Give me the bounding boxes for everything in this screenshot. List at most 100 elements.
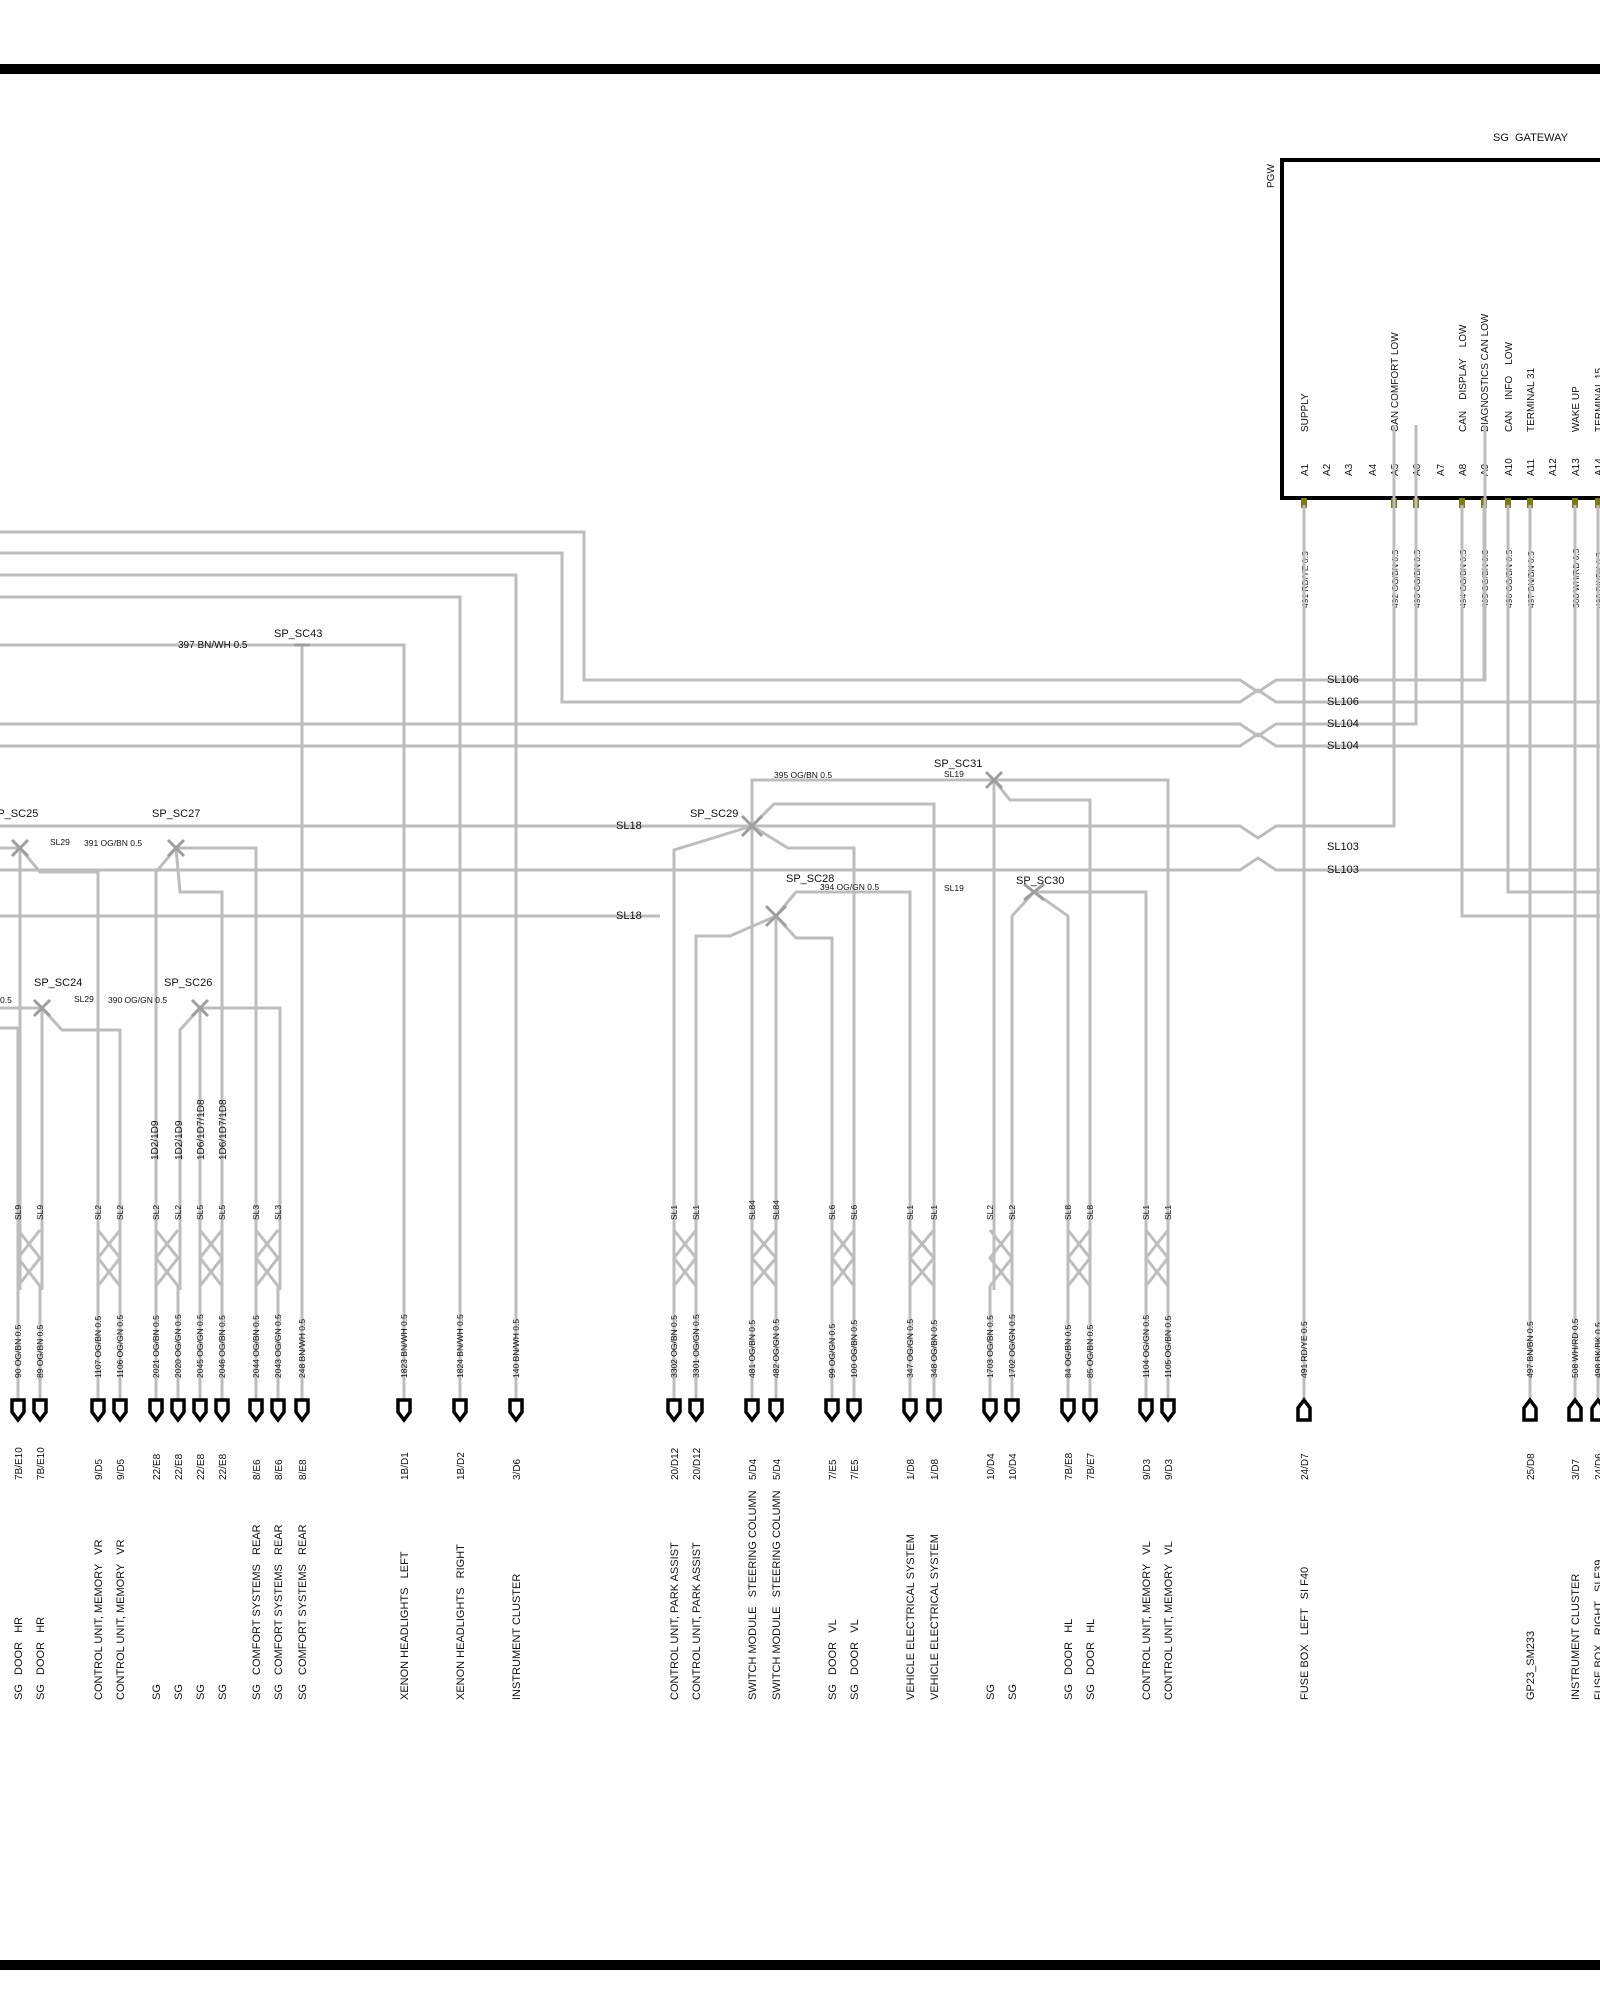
drop-location-code: 7B/E10: [36, 1447, 47, 1480]
drop-destination: VEHICLE ELECTRICAL SYSTEM: [929, 1534, 941, 1700]
splice-sc31-label: SP_SC31: [934, 758, 982, 770]
gateway-pin-id: A13: [1571, 458, 1582, 476]
wire-sl106-upper: [0, 425, 1487, 694]
drop-location-code: 7/E5: [828, 1459, 839, 1480]
splice-sc24-marker: [32, 998, 52, 1018]
connector-terminal: [1567, 1397, 1583, 1422]
drop-location-code: 1/D8: [930, 1458, 941, 1480]
drop-location-code: 24/D7: [1300, 1453, 1311, 1480]
connector-terminal: [1004, 1398, 1020, 1423]
connector-terminal: [32, 1398, 48, 1423]
drop-wire-label: 1104 OG/GN 0.5: [1141, 1315, 1151, 1378]
drop-wire-label: 2021 OG/BN 0.5: [151, 1315, 161, 1378]
wire-sc27-left: [154, 847, 178, 1290]
gateway-pin-terminal: [1505, 498, 1511, 508]
bundle-twist: [1144, 1229, 1170, 1287]
connector-terminal: [112, 1398, 128, 1423]
splice-sc24-label: SP_SC24: [34, 977, 82, 989]
drop-wire-label: 90 OG/BN 0.5: [13, 1324, 23, 1378]
wire-sl103-upper: [0, 425, 1396, 840]
drop-destination: INSTRUMENT CLUSTER: [1570, 1574, 1582, 1700]
bundle-twist: [16, 1229, 42, 1287]
drop-location-code: 22/E8: [174, 1453, 185, 1480]
drop-bundle-label: SL1: [1141, 1205, 1151, 1220]
wire-label-394: 394 OG/GN 0.5: [820, 882, 879, 892]
connector-terminal: [824, 1398, 840, 1423]
gateway-pin-id: A2: [1322, 463, 1333, 476]
drop-destination: XENON HEADLIGHTS RIGHT: [455, 1544, 467, 1700]
drop-bundle-label: SL3: [251, 1205, 261, 1220]
drop-destination: CONTROL UNIT, MEMORY VR: [93, 1539, 105, 1700]
wire-sc24-left: [0, 1026, 20, 1290]
gateway-pin-terminal: [1527, 498, 1533, 508]
wire-label-390: 390 OG/GN 0.5: [108, 995, 167, 1005]
bundle-label-sl29-b: SL29: [74, 994, 94, 1004]
wire-sc27-right: [174, 847, 224, 1290]
drop-destination: CONTROL UNIT, MEMORY VL: [1141, 1541, 1153, 1700]
bundle-twist: [198, 1229, 224, 1287]
connector-terminal: [294, 1398, 310, 1423]
gateway-pin-id: A1: [1300, 463, 1311, 476]
connector-terminal: [214, 1398, 230, 1423]
gateway-pin-label: SUPPLY: [1300, 393, 1311, 432]
drop-destination: XENON HEADLIGHTS LEFT: [399, 1551, 411, 1700]
connector-terminal: [744, 1398, 760, 1423]
connector-terminal: [170, 1398, 186, 1423]
splice-sc25-label: SP_SC25: [0, 808, 38, 820]
drop-location-code: 1/D8: [906, 1458, 917, 1480]
drop-wire-label: 1106 OG/GN 0.5: [115, 1315, 125, 1378]
drop-destination: SWITCH MODULE STEERING COLUMN: [747, 1490, 759, 1700]
connector-terminal: [1590, 1397, 1600, 1422]
splice-sc27-marker: [166, 838, 186, 858]
wire-sc31-b: [992, 779, 1092, 1290]
gateway-title: SG GATEWAY: [1493, 132, 1569, 144]
drop-wire-label: 1703 OG/BN 0.5: [985, 1315, 995, 1378]
gateway-pin-id: A12: [1548, 458, 1559, 476]
bundle-twist: [672, 1229, 698, 1287]
mid-code-1: 1D2/1D9: [150, 1120, 161, 1160]
drop-bundle-label: SL8: [1085, 1205, 1095, 1220]
bundle-twist: [988, 1229, 1014, 1287]
mid-code-2: 1D2/1D9: [174, 1120, 185, 1160]
drop-location-code: 9/D5: [116, 1458, 127, 1480]
wire-sc29-c: [750, 802, 936, 1290]
wire-494: [1460, 505, 1600, 918]
wire-sc27-branch: [176, 846, 258, 1290]
bundle-twist: [1066, 1229, 1092, 1287]
connector-terminal: [1060, 1398, 1076, 1423]
drop-wire-label: 3302 OG/BN 0.5: [669, 1315, 679, 1378]
drop-destination: SG: [173, 1684, 185, 1700]
drop-wire-label: 84 OG/BN 0.5: [1063, 1324, 1073, 1378]
bundle-twist: [154, 1229, 180, 1287]
gateway-pin-id: A10: [1504, 458, 1515, 476]
drop-bundle-label: SL1: [929, 1205, 939, 1220]
sl-label-106a: SL106: [1327, 674, 1359, 686]
connector-terminal: [1160, 1398, 1176, 1423]
drop-destination: VEHICLE ELECTRICAL SYSTEM: [905, 1534, 917, 1700]
drop-destination: SG DOOR HL: [1085, 1619, 1097, 1700]
drop-wire-label: 1823 BN/WH 0.5: [399, 1314, 409, 1378]
sl-label-104a: SL104: [1327, 718, 1359, 730]
sl-labels: SL106 SL106 SL104 SL104 SL103 SL103 SL18…: [616, 674, 1359, 922]
drop-location-code: 8/E8: [298, 1459, 309, 1480]
drop-location-code: 9/D3: [1164, 1458, 1175, 1480]
bundle-twist: [908, 1229, 936, 1287]
connector-terminal: [508, 1398, 524, 1423]
gateway-pin-id: A4: [1368, 463, 1379, 476]
sl-label-18b: SL18: [616, 910, 642, 922]
drop-destination: SG DOOR HL: [1063, 1619, 1075, 1700]
sl-label-104b: SL104: [1327, 740, 1359, 752]
connector-terminal: [1138, 1398, 1154, 1423]
bundle-twist: [254, 1229, 280, 1287]
drop-location-code: 9/D5: [94, 1458, 105, 1480]
drop-bundle-label: SL2: [93, 1205, 103, 1220]
connector-terminal: [982, 1398, 998, 1423]
drop-location-code: 22/E8: [218, 1453, 229, 1480]
gateway-code: PGW: [1266, 164, 1277, 188]
bundle-twist: [750, 1229, 778, 1287]
connector-terminal: [1296, 1397, 1312, 1422]
